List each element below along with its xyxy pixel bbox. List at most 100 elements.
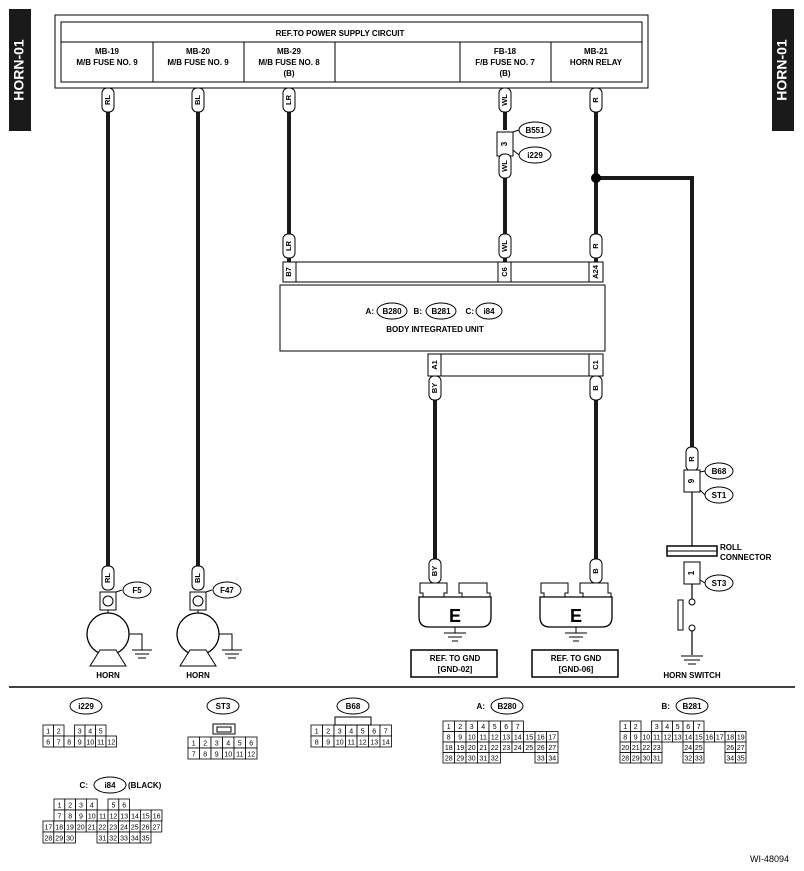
i229-label: i229	[527, 151, 543, 160]
pin-cell: 4	[226, 741, 230, 748]
pin-cell: 34	[131, 836, 139, 843]
pin-cell: 3	[338, 729, 342, 736]
ground-gnd02-letter: E	[449, 606, 461, 626]
pin-cell: 6	[249, 741, 253, 748]
pin-cell: 10	[642, 735, 650, 742]
pin-cell: 22	[99, 825, 107, 832]
pin-cell: 1	[623, 724, 627, 731]
wire-tag-b-bcm: B	[589, 375, 603, 401]
st3-label: ST3	[712, 579, 727, 588]
horn-1-label: HORN	[96, 671, 120, 680]
connector-view-i84-suffix: (BLACK)	[128, 781, 162, 790]
pin-cell: 2	[203, 741, 207, 748]
wire-tag-wl-lower: WL	[498, 153, 512, 179]
pin-cell: 16	[153, 814, 161, 821]
pin-cell: 19	[737, 735, 745, 742]
pin-cell: 14	[514, 735, 522, 742]
pin-cell: 32	[491, 756, 499, 763]
pin-c6: C6	[500, 267, 509, 277]
psu-cell-1-line2: M/B FUSE NO. 9	[167, 58, 229, 67]
diagram-id: WI-48094	[750, 854, 789, 864]
pin-cell: 24	[684, 745, 692, 752]
pin-cell: 19	[66, 825, 74, 832]
ground-gnd02-ref-line1: REF. TO GND	[430, 654, 481, 663]
wire-tag-r-branch: R	[685, 446, 699, 472]
wire-tag-wl-text: WL	[500, 94, 509, 106]
bcm-prefix-c: C:	[466, 307, 474, 316]
pin-cell: 12	[247, 752, 255, 759]
pin-cell: 26	[537, 745, 545, 752]
pin-cell: 18	[726, 735, 734, 742]
pin-cell: 5	[676, 724, 680, 731]
pin-cell: 7	[384, 729, 388, 736]
wire-tag-wl-lower-text: WL	[500, 160, 509, 172]
psu-cell-0-line2: M/B FUSE NO. 9	[76, 58, 138, 67]
pin-cell: 10	[224, 752, 232, 759]
pin-cell: 7	[57, 814, 61, 821]
pin-cell: 5	[111, 803, 115, 810]
pin-cell: 13	[674, 735, 682, 742]
pin-cell: 30	[468, 756, 476, 763]
f47-label: F47	[220, 586, 234, 595]
psu-cell-2-line2: M/B FUSE NO. 8	[258, 58, 320, 67]
pin-cell: 11	[97, 740, 104, 747]
pin-cell: 28	[621, 756, 629, 763]
psu-cell-4-line2: F/B FUSE NO. 7	[475, 58, 535, 67]
pin-cell: 22	[491, 745, 499, 752]
side-tag-left: HORN-01	[9, 9, 31, 131]
wire-tag-wl-bcm-text: WL	[500, 240, 509, 252]
pin-cell: 27	[153, 825, 161, 832]
b68-label: B68	[712, 467, 727, 476]
bcm-conn-i84: i84	[483, 307, 495, 316]
pin-cell: 13	[120, 814, 128, 821]
pin-cell: 1	[192, 741, 196, 748]
pin-cell: 16	[705, 735, 713, 742]
pin-cell: 6	[686, 724, 690, 731]
pin-cell: 25	[695, 745, 703, 752]
pin-cell: 32	[684, 756, 692, 763]
pin-cell: 9	[458, 735, 462, 742]
pin-cell: 2	[68, 803, 72, 810]
pin-cell: 5	[238, 741, 242, 748]
bcm-conn-b280: B280	[382, 307, 402, 316]
wire-tag-rl-text: RL	[103, 95, 112, 105]
pin-cell: 11	[236, 752, 243, 759]
pin-cell: 14	[382, 740, 390, 747]
psu-cell-5-line1: MB-21	[584, 47, 609, 56]
wire-tag-horn1-text: RL	[103, 573, 112, 583]
wire-tag-lr-bcm-text: LR	[284, 240, 293, 251]
pin-cell: 22	[642, 745, 650, 752]
pin-cell: 7	[697, 724, 701, 731]
pin-cell: 8	[315, 740, 319, 747]
pin-cell: 1	[46, 729, 50, 736]
pin-cell: 33	[120, 836, 128, 843]
pin-cell: 9	[326, 740, 330, 747]
pin-cell: 26	[142, 825, 150, 832]
pin-cell: 2	[458, 724, 462, 731]
connector-view-b280-label: B280	[497, 702, 517, 711]
pin-cell: 9	[79, 814, 83, 821]
connector-view-i84-prefix: C:	[80, 781, 88, 790]
pin-cell: 29	[55, 836, 63, 843]
wire-tag-horn2: BL	[191, 565, 205, 591]
pin-cell: 25	[131, 825, 139, 832]
pin-cell: 13	[502, 735, 510, 742]
psu-cell-4-line1: FB-18	[494, 47, 517, 56]
connector-view-b280-prefix: A:	[477, 702, 485, 711]
pin-cell: 12	[107, 740, 115, 747]
pin-cell: 30	[66, 836, 74, 843]
junction-dot	[591, 173, 601, 183]
roll-connector-label-2: CONNECTOR	[720, 553, 772, 562]
wire-tag-r-bcm-text: R	[591, 243, 600, 249]
pin-cell: 19	[456, 745, 464, 752]
wire-tag-lr: LR	[282, 87, 296, 113]
pin-cell: 3	[655, 724, 659, 731]
pin-cell: 20	[77, 825, 85, 832]
pin-cell: 14	[684, 735, 692, 742]
wire-tag-r-branch-text: R	[687, 456, 696, 462]
